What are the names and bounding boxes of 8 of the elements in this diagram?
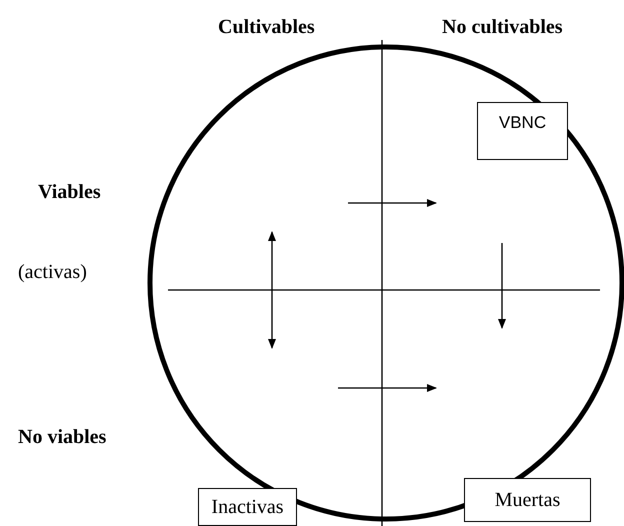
axis-heading: Viables xyxy=(38,181,101,204)
axis-heading: Cultivables xyxy=(218,16,315,39)
axis-heading: No cultivables xyxy=(442,16,563,39)
state-box: Muertas xyxy=(464,478,591,522)
axis-heading: No viables xyxy=(18,426,106,449)
axis-note: (activas) xyxy=(18,261,87,284)
state-box: VBNC xyxy=(477,102,568,160)
state-box: Inactivas xyxy=(198,488,297,526)
